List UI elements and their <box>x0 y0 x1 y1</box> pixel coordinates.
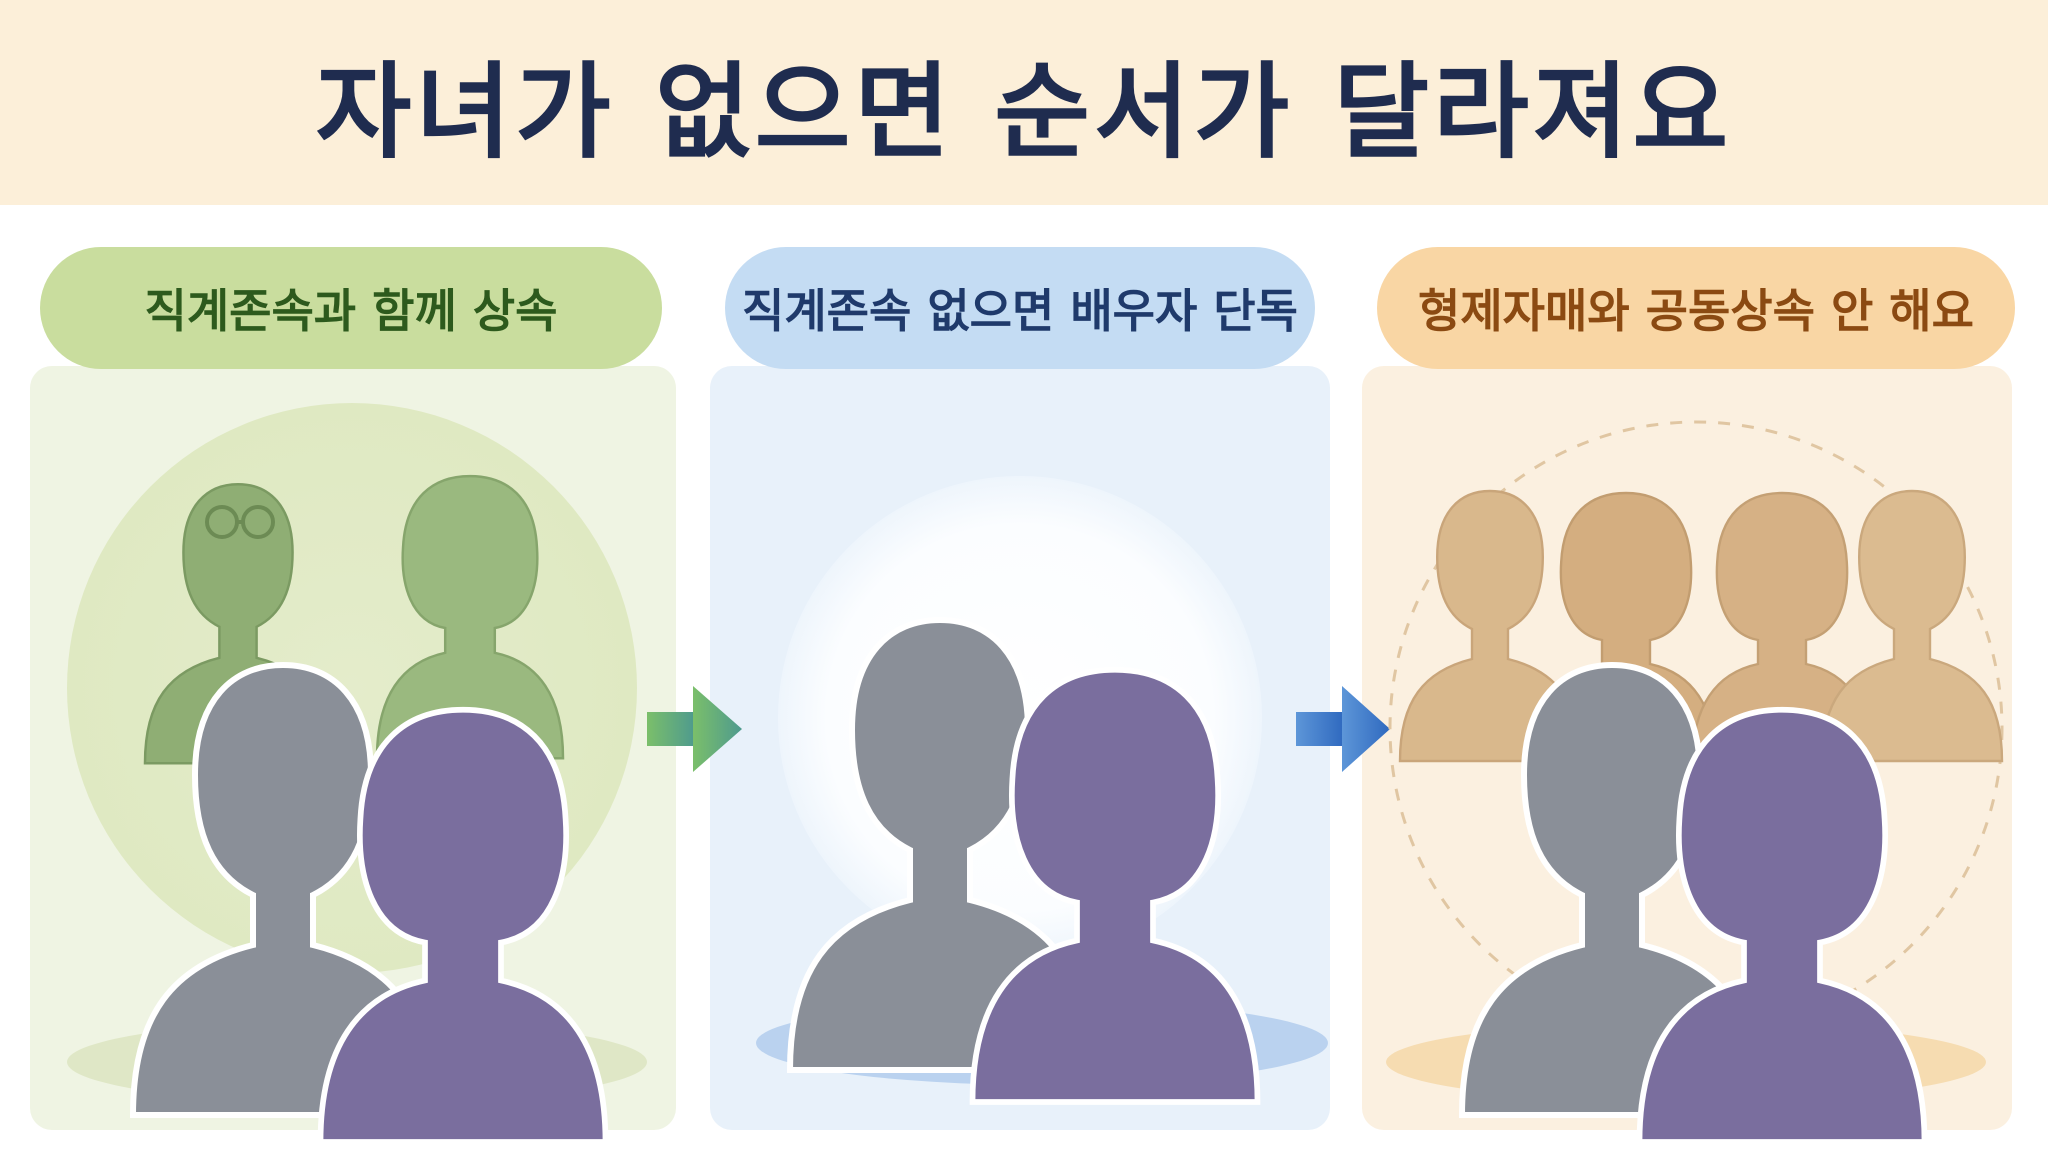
title-band: 자녀가 없으면 순서가 달라져요 <box>0 0 2048 205</box>
label-pill-ascendants: 직계존속과 함께 상속 <box>40 247 662 369</box>
sibling-figure-1 <box>1398 489 1582 763</box>
label-pill-siblings: 형제자매와 공동상속 안 해요 <box>1377 247 2015 369</box>
arrow-right-icon <box>1296 686 1390 772</box>
sibling-figure-3 <box>1690 491 1874 768</box>
arrow-right-icon <box>647 686 742 772</box>
page-title: 자녀가 없으면 순서가 달라져요 <box>315 51 1733 173</box>
label-pill-spouse-alone: 직계존속 없으면 배우자 단독 <box>725 247 1315 369</box>
grandmother-figure <box>375 474 565 760</box>
glasses-icon <box>205 505 275 539</box>
sibling-figure-4 <box>1820 489 2004 763</box>
